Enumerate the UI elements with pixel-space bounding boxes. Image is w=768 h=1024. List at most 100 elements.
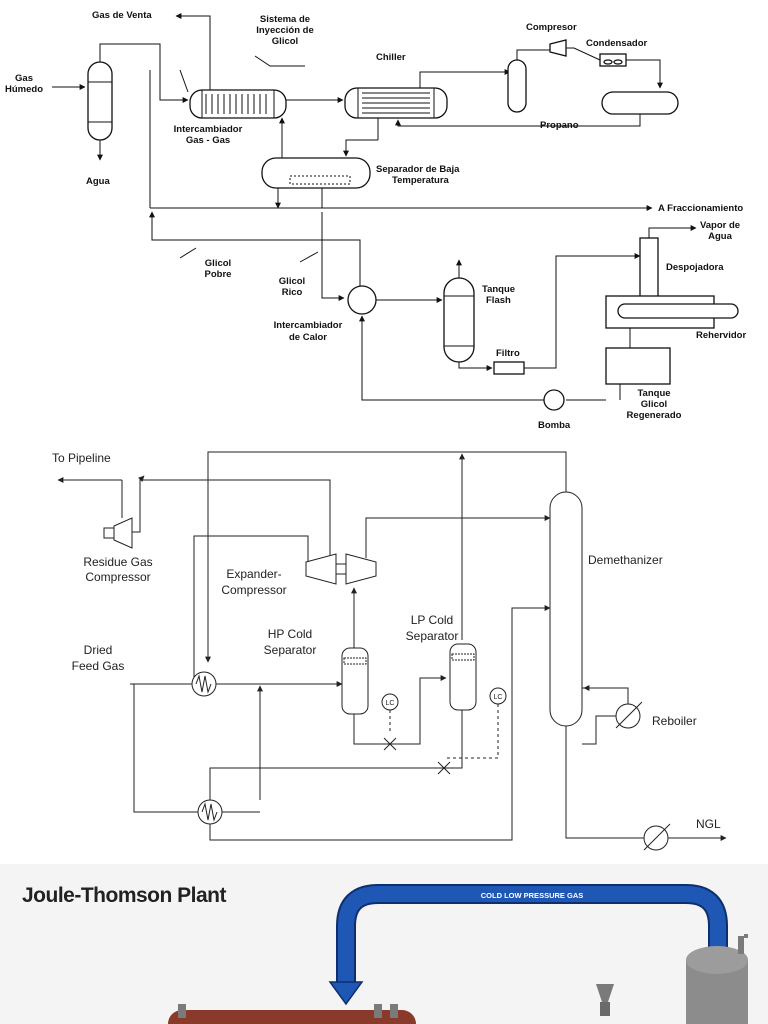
- suction-drum: [507, 59, 527, 113]
- rich-glycol-pointer: [299, 251, 319, 263]
- pump-to-exchanger-line: [359, 315, 544, 401]
- sales-gas-line: [175, 13, 211, 90]
- label-vapor-1: Vapor de: [700, 220, 740, 231]
- condenser: [599, 53, 627, 67]
- label-intercambiador-1: Intercambiador: [174, 124, 243, 135]
- propane-compressor: [549, 39, 567, 57]
- jt-title: Joule-Thomson Plant: [22, 884, 227, 907]
- label-to-pipeline: To Pipeline: [52, 451, 111, 465]
- label-glicol-rico-2: Rico: [282, 287, 303, 298]
- gas-gas-exchanger: [189, 89, 287, 119]
- label-residue-2: Compressor: [85, 570, 150, 584]
- expander-out-line: [365, 515, 551, 558]
- label-compresor: Compresor: [526, 22, 577, 33]
- label-sistema-2: Inyección de: [256, 25, 314, 36]
- label-filtro: Filtro: [496, 348, 520, 359]
- label-dried-2: Feed Gas: [72, 659, 125, 673]
- label-propano: Propano: [540, 120, 579, 131]
- chiller-to-lts-line-2: [343, 139, 378, 157]
- label-agua: Agua: [86, 176, 110, 187]
- chiller: [344, 87, 448, 119]
- label-int-calor-2: de Calor: [289, 332, 327, 343]
- label-gas-1: Gas: [15, 73, 33, 84]
- lean-glycol-line: [149, 211, 361, 288]
- joule-thomson-plant-illustration: Joule-Thomson Plant COLD LOW PRESSURE GA…: [0, 864, 768, 1024]
- flash-to-filter-line: [458, 362, 493, 371]
- lean-glycol-pointer: [179, 247, 197, 259]
- propane-return-line: [395, 114, 641, 127]
- pipe-outline: [336, 884, 728, 982]
- label-fraccionamiento: A Fraccionamiento: [658, 203, 743, 214]
- label-glicol-pobre-2: Pobre: [205, 269, 232, 280]
- label-chiller: Chiller: [376, 52, 406, 63]
- label-separador-2: Temperatura: [392, 175, 450, 186]
- to-expander-compressor-line: [193, 535, 309, 686]
- label-despojadora: Despojadora: [666, 262, 724, 273]
- label-sistema-3: Glicol: [272, 36, 298, 47]
- label-separador-1: Separador de Baja: [376, 164, 460, 175]
- jt-valve-stem: [600, 1002, 610, 1016]
- label-reboiler: Reboiler: [652, 714, 697, 728]
- reboiler-slash: [615, 701, 643, 729]
- overhead-gas-line: [205, 451, 567, 663]
- residue-gas-line: [132, 479, 331, 558]
- expander-compressor: [305, 553, 377, 585]
- hp-level-valve: [383, 737, 397, 751]
- regenerated-glycol-tank: [605, 347, 671, 385]
- lower-exchanger-coil: [201, 802, 218, 822]
- label-demethanizer: Demethanizer: [588, 553, 663, 567]
- label-expander-1: Expander-: [226, 567, 281, 581]
- label-dried-1: Dried: [84, 643, 113, 657]
- ngl-cooler-slash: [643, 823, 671, 851]
- label-condensador: Condensador: [586, 38, 648, 49]
- heat-exchanger: [347, 285, 377, 315]
- demethanizer-column: [549, 491, 583, 727]
- filter-to-stripper-line: [524, 253, 641, 369]
- condensate-line: [626, 59, 663, 89]
- label-rehervidor: Rehervidor: [696, 330, 746, 341]
- water-separator: [87, 61, 113, 141]
- rich-glycol-line: [321, 212, 345, 301]
- reboiler-feed-line: [582, 715, 616, 745]
- cold-gas-pipe: [338, 886, 726, 982]
- label-residue-1: Residue Gas: [83, 555, 152, 569]
- feed-gas-exchanger-coil: [195, 674, 212, 694]
- label-hp-2: Separator: [264, 643, 317, 657]
- label-vapor-2: Agua: [708, 231, 732, 242]
- label-int-calor-1: Intercambiador: [274, 320, 343, 331]
- lp-level-valve: [437, 761, 451, 775]
- lp-liquid-line: [209, 710, 463, 800]
- hp-liquid-line: [353, 675, 447, 745]
- lp-control-signal: [446, 704, 499, 759]
- compressor-discharge-line: [566, 47, 601, 61]
- heat-exchanger-vessel: [168, 1004, 416, 1024]
- label-glicol-pobre-1: Glicol: [205, 258, 231, 269]
- label-tanque-flash-2: Flash: [486, 295, 511, 306]
- label-sistema-1: Sistema de: [260, 14, 310, 25]
- residue-gas-arrow: [138, 475, 145, 482]
- glycol-pump: [543, 389, 565, 411]
- hp-cold-separator: [341, 647, 369, 715]
- label-expander-2: Compressor: [221, 583, 286, 597]
- glycol-injection-line-2: [179, 69, 189, 93]
- separator-tank: [686, 934, 748, 1024]
- label-ngl: NGL: [696, 817, 721, 831]
- hp-lc-label: LC: [386, 700, 395, 707]
- pipe-arrow: [328, 981, 364, 1006]
- label-lp-1: LP Cold: [411, 613, 453, 627]
- label-tanque-glicol-2: Glicol: [641, 399, 667, 410]
- turboexpander-process-diagram: LC LC To Pipeline Residue Gas Compressor…: [0, 432, 768, 864]
- reboiler: [605, 295, 739, 329]
- stripper-column: [639, 237, 659, 299]
- label-tanque-glicol-3: Regenerado: [627, 410, 682, 421]
- propane-accumulator: [601, 91, 679, 115]
- label-gas-2: Húmedo: [5, 84, 43, 95]
- label-intercambiador-2: Gas - Gas: [186, 135, 230, 146]
- lp-cold-separator: [449, 643, 477, 711]
- label-tanque-flash-1: Tanque: [482, 284, 515, 295]
- label-tanque-glicol-1: Tanque: [637, 388, 670, 399]
- label-hp-1: HP Cold: [268, 627, 312, 641]
- residue-gas-compressor: [103, 517, 133, 549]
- label-bomba: Bomba: [538, 420, 571, 431]
- lp-lc-label: LC: [494, 694, 503, 701]
